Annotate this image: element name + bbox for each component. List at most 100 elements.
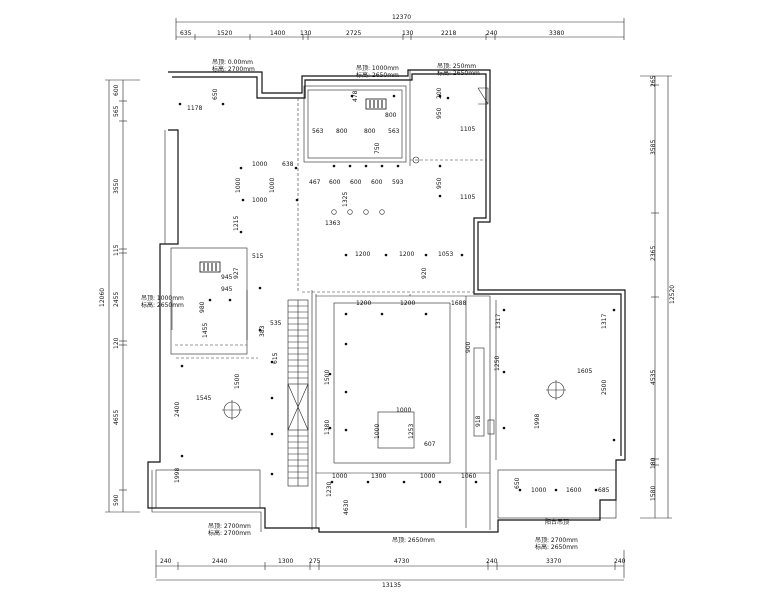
svg-text:200: 200: [436, 87, 443, 99]
svg-text:1600: 1600: [566, 487, 581, 494]
bottom-dim-5: 4730: [394, 558, 409, 565]
svg-text:600: 600: [350, 179, 362, 186]
left-dim-1: 600: [113, 84, 120, 96]
svg-text:980: 980: [199, 301, 206, 313]
svg-text:1230: 1230: [326, 482, 333, 497]
svg-text:1060: 1060: [461, 473, 476, 480]
left-dim-4: 115: [113, 244, 120, 256]
right-dim-2: 3585: [650, 140, 657, 155]
bottom-dim-4: 275: [309, 558, 321, 565]
svg-text:4630: 4630: [343, 500, 350, 515]
svg-text:945: 945: [221, 274, 233, 281]
room-note-2b: 标高: 2650mm: [356, 71, 399, 79]
left-dimension-chain: 600 565 3550 115 2455 120 4655 590 12060: [99, 79, 140, 513]
svg-text:478: 478: [352, 90, 359, 102]
svg-text:1300: 1300: [371, 473, 386, 480]
top-dim-7: 2218: [441, 30, 456, 37]
room-note-4b: 标高: 2650mm: [141, 301, 184, 309]
svg-text:950: 950: [436, 107, 443, 119]
svg-text:600: 600: [329, 179, 341, 186]
right-dim-6: 1580: [650, 486, 657, 501]
room-note-3: 吊顶: 250mm: [437, 63, 476, 70]
svg-text:1000: 1000: [374, 424, 381, 439]
room-note-1: 吊顶: 0.00mm: [212, 59, 253, 66]
svg-text:1215: 1215: [233, 216, 240, 231]
svg-text:900: 900: [465, 341, 472, 353]
top-dimension-chain: 12370 635 1520 1400 130 2725 130 2218 24…: [175, 14, 625, 40]
svg-text:685: 685: [598, 487, 610, 494]
svg-text:383: 383: [259, 325, 266, 337]
interior-dimensions: 1178 650 1000 638 1000 1000 1000 1215 47…: [174, 87, 610, 515]
svg-text:1053: 1053: [438, 251, 453, 258]
svg-text:563: 563: [312, 128, 324, 135]
svg-text:1000: 1000: [252, 161, 267, 168]
svg-text:515: 515: [252, 253, 264, 260]
svg-text:2500: 2500: [601, 380, 608, 395]
room-note-5b: 标高: 2700mm: [208, 529, 251, 537]
right-dim-3: 2365: [650, 246, 657, 261]
room-note-3b: 标高: 2650mm: [437, 69, 480, 77]
svg-text:1000: 1000: [252, 197, 267, 204]
room-note-7b: 标高: 2650mm: [535, 543, 578, 551]
svg-text:918: 918: [475, 415, 482, 427]
svg-text:1500: 1500: [324, 370, 331, 385]
svg-text:1545: 1545: [196, 395, 211, 402]
svg-text:800: 800: [336, 128, 348, 135]
svg-text:927: 927: [233, 267, 240, 279]
left-dim-2: 565: [113, 105, 120, 117]
svg-text:1250: 1250: [494, 356, 501, 371]
svg-text:1000: 1000: [332, 473, 347, 480]
svg-text:1998: 1998: [174, 468, 181, 483]
room-note-2: 吊顶: 1000mm: [356, 65, 399, 72]
left-total-dim: 12060: [99, 288, 106, 307]
svg-text:1200: 1200: [356, 300, 371, 307]
top-dim-4: 130: [300, 30, 312, 37]
right-dim-4: 4535: [650, 370, 657, 385]
svg-text:1000: 1000: [396, 407, 411, 414]
svg-text:1200: 1200: [400, 300, 415, 307]
svg-text:1105: 1105: [460, 126, 475, 133]
svg-text:593: 593: [392, 179, 404, 186]
svg-text:650: 650: [514, 477, 521, 489]
room-note-5: 吊顶: 2700mm: [208, 523, 251, 530]
right-dim-1: 265: [650, 75, 657, 87]
bottom-dim-1: 240: [160, 558, 172, 565]
svg-text:1000: 1000: [235, 178, 242, 193]
right-total-dim: 12520: [669, 285, 676, 304]
bottom-dim-2: 2440: [212, 558, 227, 565]
bottom-dimension-chain: 240 2440 1300 275 4730 240 3370 240 1313…: [155, 550, 626, 589]
downlights: [178, 94, 616, 492]
svg-text:1605: 1605: [577, 368, 592, 375]
svg-text:800: 800: [385, 112, 397, 119]
svg-text:563: 563: [388, 128, 400, 135]
room-note-1b: 标高: 2700mm: [212, 65, 255, 73]
room-note-8: 阳台吊顶: [545, 518, 569, 526]
svg-text:1200: 1200: [355, 251, 370, 258]
bottom-dim-6: 240: [486, 558, 498, 565]
svg-text:1105: 1105: [460, 194, 475, 201]
left-dim-8: 590: [113, 494, 120, 506]
svg-text:1000: 1000: [269, 178, 276, 193]
fixtures: [199, 87, 566, 449]
left-dim-7: 4655: [113, 410, 120, 425]
svg-text:1000: 1000: [420, 473, 435, 480]
svg-text:1178: 1178: [187, 105, 202, 112]
svg-text:1363: 1363: [325, 220, 340, 227]
stair-corridor: [287, 299, 309, 487]
svg-text:800: 800: [364, 128, 376, 135]
room-note-6: 吊顶: 2650mm: [392, 537, 435, 544]
svg-text:1455: 1455: [202, 323, 209, 338]
svg-text:638: 638: [282, 161, 294, 168]
bottom-dim-7: 3370: [546, 558, 561, 565]
top-dim-5: 2725: [346, 30, 361, 37]
svg-text:950: 950: [436, 177, 443, 189]
left-dim-3: 3550: [113, 179, 120, 194]
outer-walls: [147, 69, 626, 533]
room-annotations: 吊顶: 0.00mm 标高: 2700mm 吊顶: 1000mm 标高: 265…: [141, 59, 578, 551]
svg-text:615: 615: [272, 352, 279, 364]
top-dim-9: 3380: [549, 30, 564, 37]
svg-text:650: 650: [212, 88, 219, 100]
right-dim-5: 180: [650, 457, 657, 469]
svg-text:1998: 1998: [534, 414, 541, 429]
